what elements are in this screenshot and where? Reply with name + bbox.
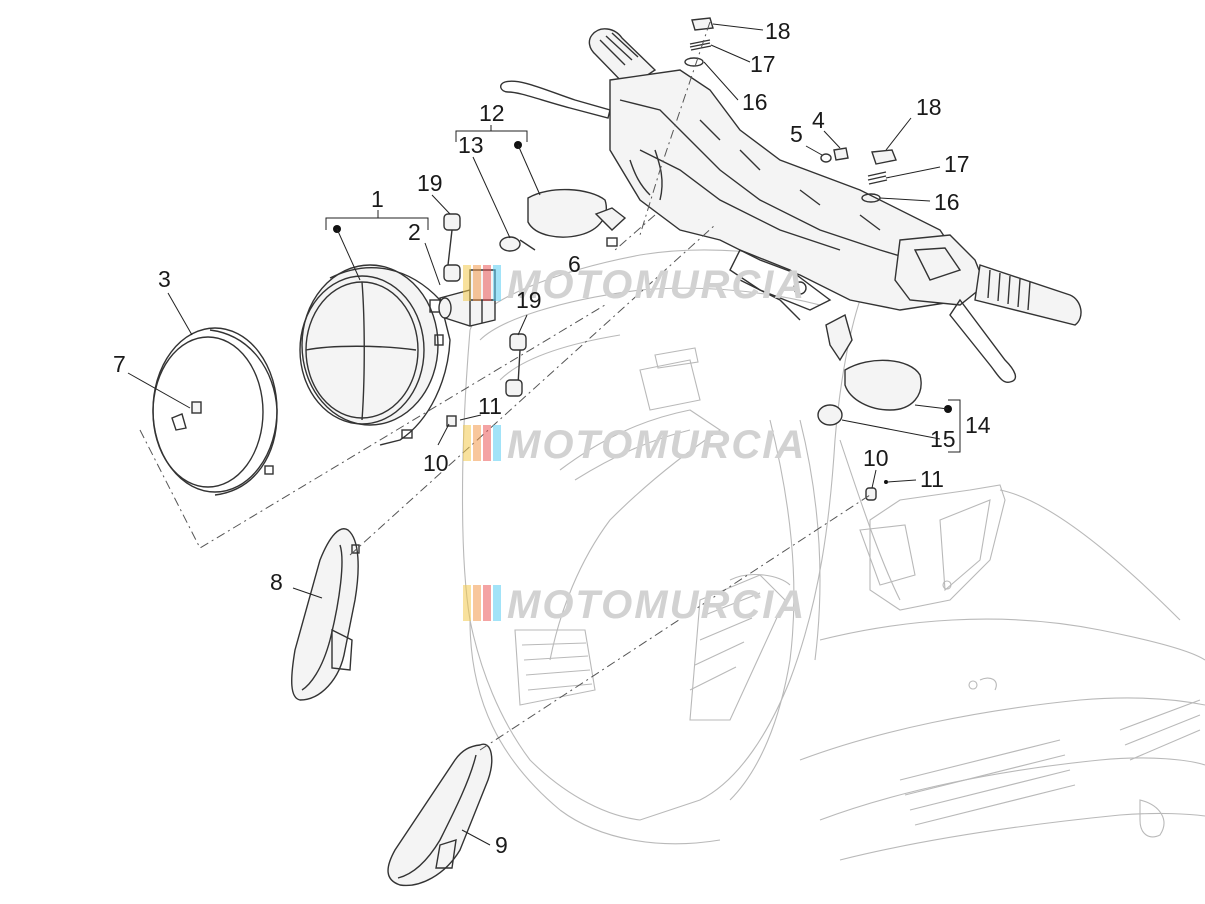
callout-10-right: 10 xyxy=(863,445,889,471)
headlamp-bracket-upper[interactable] xyxy=(443,213,461,282)
callout-14: 14 xyxy=(965,412,991,438)
callout-11-right: 11 xyxy=(920,466,944,492)
scooter-body-outline xyxy=(461,249,1205,861)
callout-10-left: 10 xyxy=(423,450,449,476)
handlebar-assembly xyxy=(500,28,1082,383)
headlamp-unit[interactable] xyxy=(299,264,451,446)
fastener-stack-top[interactable] xyxy=(684,17,714,67)
watermark-bottom: MOTOMURCIA xyxy=(463,583,806,627)
callout-9: 9 xyxy=(495,832,508,858)
callout-8: 8 xyxy=(270,569,283,595)
callout-6: 6 xyxy=(568,251,581,277)
callout-18-right: 18 xyxy=(916,94,942,120)
turn-signal-right[interactable] xyxy=(817,313,922,501)
screw-4-5[interactable] xyxy=(820,147,849,163)
callout-19-upper: 19 xyxy=(417,170,443,196)
callout-4: 4 xyxy=(812,107,825,133)
leader-lines xyxy=(127,23,961,846)
watermark-text: MOTOMURCIA xyxy=(507,423,806,467)
headlamp-bracket-lower[interactable] xyxy=(505,333,527,397)
assembly-guide-lines xyxy=(139,21,871,751)
callout-3: 3 xyxy=(158,266,171,292)
callout-18-top: 18 xyxy=(765,18,791,44)
headlamp-rim[interactable] xyxy=(152,327,278,496)
callout-1: 1 xyxy=(371,186,384,212)
watermark-text: MOTOMURCIA xyxy=(507,263,806,307)
callout-15: 15 xyxy=(930,426,956,452)
side-reflector-lower[interactable] xyxy=(387,743,493,887)
watermark-top: MOTOMURCIA xyxy=(463,263,806,307)
small-nut-left[interactable] xyxy=(446,415,457,427)
side-reflector-upper[interactable] xyxy=(291,528,360,701)
callout-2: 2 xyxy=(408,219,421,245)
callout-11-left: 11 xyxy=(478,393,502,419)
callout-17-right: 17 xyxy=(944,151,970,177)
fastener-stack-right[interactable] xyxy=(861,149,897,203)
callout-19-lower: 19 xyxy=(516,287,542,313)
turn-signal-left[interactable] xyxy=(499,188,627,252)
rim-clip[interactable] xyxy=(171,401,202,431)
callout-13: 13 xyxy=(458,132,484,158)
callout-labels: 1 2 3 4 5 6 7 8 9 10 10 11 11 12 13 14 1… xyxy=(113,18,991,858)
watermark-middle: MOTOMURCIA xyxy=(463,423,806,467)
watermark-text: MOTOMURCIA xyxy=(507,583,806,627)
callout-16-top: 16 xyxy=(742,89,768,115)
callout-7: 7 xyxy=(113,351,126,377)
callout-16-right: 16 xyxy=(934,189,960,215)
callout-5: 5 xyxy=(790,121,803,147)
callout-12: 12 xyxy=(479,100,505,126)
callout-17-top: 17 xyxy=(750,51,776,77)
